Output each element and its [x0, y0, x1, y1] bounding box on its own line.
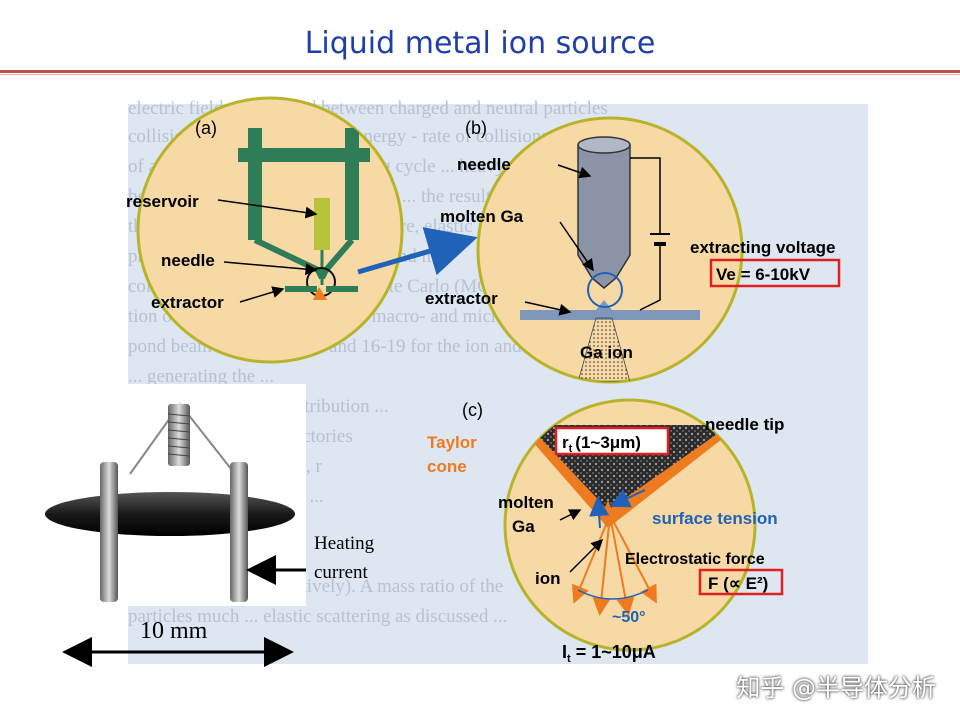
- extractor-right: [326, 286, 358, 292]
- needle-label-b: needle: [457, 155, 511, 174]
- lmis-photo-drawing: [45, 403, 295, 602]
- background-text-line: particles much ... elastic scattering as…: [128, 606, 508, 627]
- panel-a-tag: (a): [195, 118, 217, 138]
- panel-c-tag: (c): [462, 400, 483, 420]
- panel-c-diagram: [503, 398, 784, 652]
- title-rule: [0, 70, 960, 73]
- panel-a-diagram: [136, 96, 478, 364]
- reservoir-post-left: [248, 128, 262, 240]
- needle-tip-label: needle tip: [705, 415, 784, 434]
- page-title: Liquid metal ion source: [304, 26, 656, 61]
- reservoir-post-right: [345, 128, 359, 240]
- electrostatic-force-label: Electrostatic force: [625, 551, 765, 568]
- panel-b-diagram: [476, 116, 841, 384]
- force-formula: F (∝ E²): [708, 574, 768, 593]
- ion-label-c: ion: [535, 569, 561, 588]
- voltage-highlight-box: [709, 258, 841, 288]
- tip-zoom-ring: [587, 272, 623, 308]
- ga-ion-label: Ga ion: [580, 343, 633, 362]
- pin-right: [230, 462, 248, 602]
- taylor-label: Taylor: [427, 433, 477, 452]
- molten-ga-label-b: molten Ga: [440, 207, 524, 226]
- current-label: It = 1~10μA: [562, 642, 656, 665]
- pin-left: [100, 462, 118, 602]
- cone-label: cone: [427, 457, 467, 476]
- heating-label-line1: Heating: [314, 533, 375, 554]
- force-highlight-box: [698, 568, 784, 596]
- ion-beam: [577, 317, 631, 382]
- extractor-left: [285, 286, 317, 292]
- coil: [168, 404, 190, 466]
- background-text-line: ... generating the ...: [128, 366, 275, 387]
- surface-tension-label: surface tension: [652, 509, 778, 528]
- reservoir-coil: [314, 198, 330, 250]
- voltage-value: Ve = 6-10kV: [716, 265, 811, 284]
- panel-a-circle: [136, 96, 404, 364]
- panel-b-tag: (b): [465, 118, 487, 138]
- extractor-label-a: extractor: [151, 293, 224, 312]
- needle-label-a: needle: [161, 251, 215, 270]
- heating-label-line2: current: [314, 562, 368, 583]
- voltage-wire: [630, 157, 661, 234]
- base-disk: [45, 492, 295, 536]
- beam-cone: [313, 287, 327, 300]
- extracting-voltage-label: extracting voltage: [690, 238, 836, 257]
- ga-label-c: Ga: [512, 517, 535, 536]
- angle-arc: [577, 589, 649, 600]
- reservoir-label: reservoir: [126, 192, 199, 211]
- radius-label: rt(1~3μm): [562, 433, 641, 455]
- angle-label: ~50°: [612, 609, 646, 626]
- needle-body: [577, 144, 631, 289]
- lmis-photo: [40, 384, 306, 606]
- molten-label-c: molten: [498, 493, 554, 512]
- watermark: 知乎 @半导体分析: [736, 674, 936, 702]
- radius-highlight-box: [554, 426, 670, 456]
- reservoir-crossbar: [238, 148, 370, 162]
- scale-label: 10 mm: [140, 618, 208, 644]
- zoom-arrow: [357, 227, 478, 276]
- title-rule-shadow: [0, 74, 960, 75]
- extractor-label-b: extractor: [425, 289, 498, 308]
